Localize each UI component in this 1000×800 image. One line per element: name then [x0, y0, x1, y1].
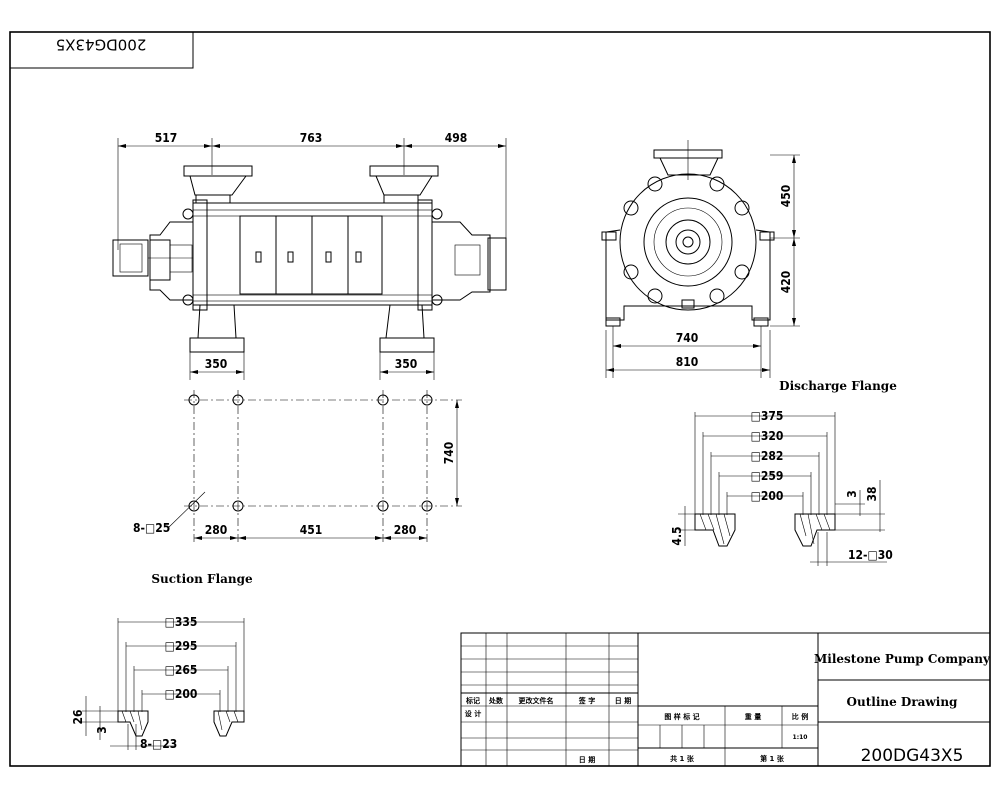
tb-total-sheets: 共 1 张 — [670, 754, 695, 763]
dim-foot-right-350: 350 — [395, 357, 418, 371]
tb-mark: 标记 — [465, 696, 480, 705]
suction-dim-26: 26 — [71, 709, 85, 724]
discharge-dim-3: 3 — [845, 490, 859, 498]
dim-plan-280-right: 280 — [394, 523, 417, 537]
tb-count: 处数 — [488, 696, 504, 705]
pump-side-view: 517 763 498 — [112, 131, 507, 380]
dim-763: 763 — [300, 131, 323, 145]
tb-weight: 重 量 — [745, 712, 761, 721]
discharge-dim-375: □375 — [751, 409, 784, 423]
suction-flange-section: Suction Flange □335 □295 □265 □200 26 3 — [71, 572, 253, 751]
discharge-dim-38: 38 — [865, 486, 879, 501]
dim-517: 517 — [155, 131, 178, 145]
discharge-dim-259: □259 — [751, 469, 784, 483]
dim-498: 498 — [445, 131, 468, 145]
bolt-hole-plan: 280 451 280 740 8-□25 — [133, 390, 462, 545]
dim-front-810: 810 — [676, 355, 699, 369]
dim-front-420: 420 — [779, 271, 793, 294]
pump-front-view: 450 420 740 810 — [601, 140, 800, 378]
company-name: Milestone Pump Company — [814, 652, 991, 666]
title-block: 标记 处数 更改文件名 签 字 日 期 设 计 日 期 图 样 标 记 重 量 … — [460, 632, 991, 767]
tb-scale-label: 比 例 — [792, 712, 808, 721]
discharge-dim-320: □320 — [751, 429, 784, 443]
dim-plan-451: 451 — [300, 523, 323, 537]
dim-plan-280-left: 280 — [205, 523, 228, 537]
tb-signature: 签 字 — [578, 696, 595, 705]
tb-stage-mark: 图 样 标 记 — [664, 712, 699, 721]
suction-dim-335: □335 — [165, 615, 198, 629]
suction-flange-title: Suction Flange — [151, 572, 253, 586]
suction-dim-295: □295 — [165, 639, 198, 653]
discharge-flange-title: Discharge Flange — [779, 379, 897, 393]
dim-front-740: 740 — [676, 331, 699, 345]
suction-dim-265: □265 — [165, 663, 198, 677]
plan-holes-label: 8-□25 — [133, 521, 170, 535]
drawing-title: Outline Drawing — [847, 695, 958, 709]
dim-front-450: 450 — [779, 185, 793, 208]
suction-holes-label: 8-□23 — [140, 737, 177, 751]
discharge-dim-4-5: 4.5 — [670, 526, 684, 545]
tb-scale: 1:10 — [793, 734, 808, 741]
tb-sheet-no: 第 1 张 — [760, 754, 785, 763]
dim-plan-740: 740 — [442, 442, 456, 465]
drawing-code-mirrored: 200DG43X5 — [56, 36, 147, 54]
discharge-dim-282: □282 — [751, 449, 784, 463]
tb-change-doc: 更改文件名 — [519, 696, 554, 705]
dim-foot-left-350: 350 — [205, 357, 228, 371]
tb-date2: 日 期 — [579, 755, 595, 764]
tb-date: 日 期 — [615, 696, 631, 705]
discharge-dim-200: □200 — [751, 489, 784, 503]
suction-dim-3: 3 — [95, 726, 109, 734]
tb-design: 设 计 — [465, 709, 481, 718]
discharge-flange-section: Discharge Flange □375 □320 □282 □259 □20… — [670, 379, 897, 566]
drawing-code-box — [9, 31, 194, 69]
discharge-holes-label: 12-□30 — [848, 548, 893, 562]
drawing-code: 200DG43X5 — [861, 746, 964, 766]
suction-dim-200: □200 — [165, 687, 198, 701]
